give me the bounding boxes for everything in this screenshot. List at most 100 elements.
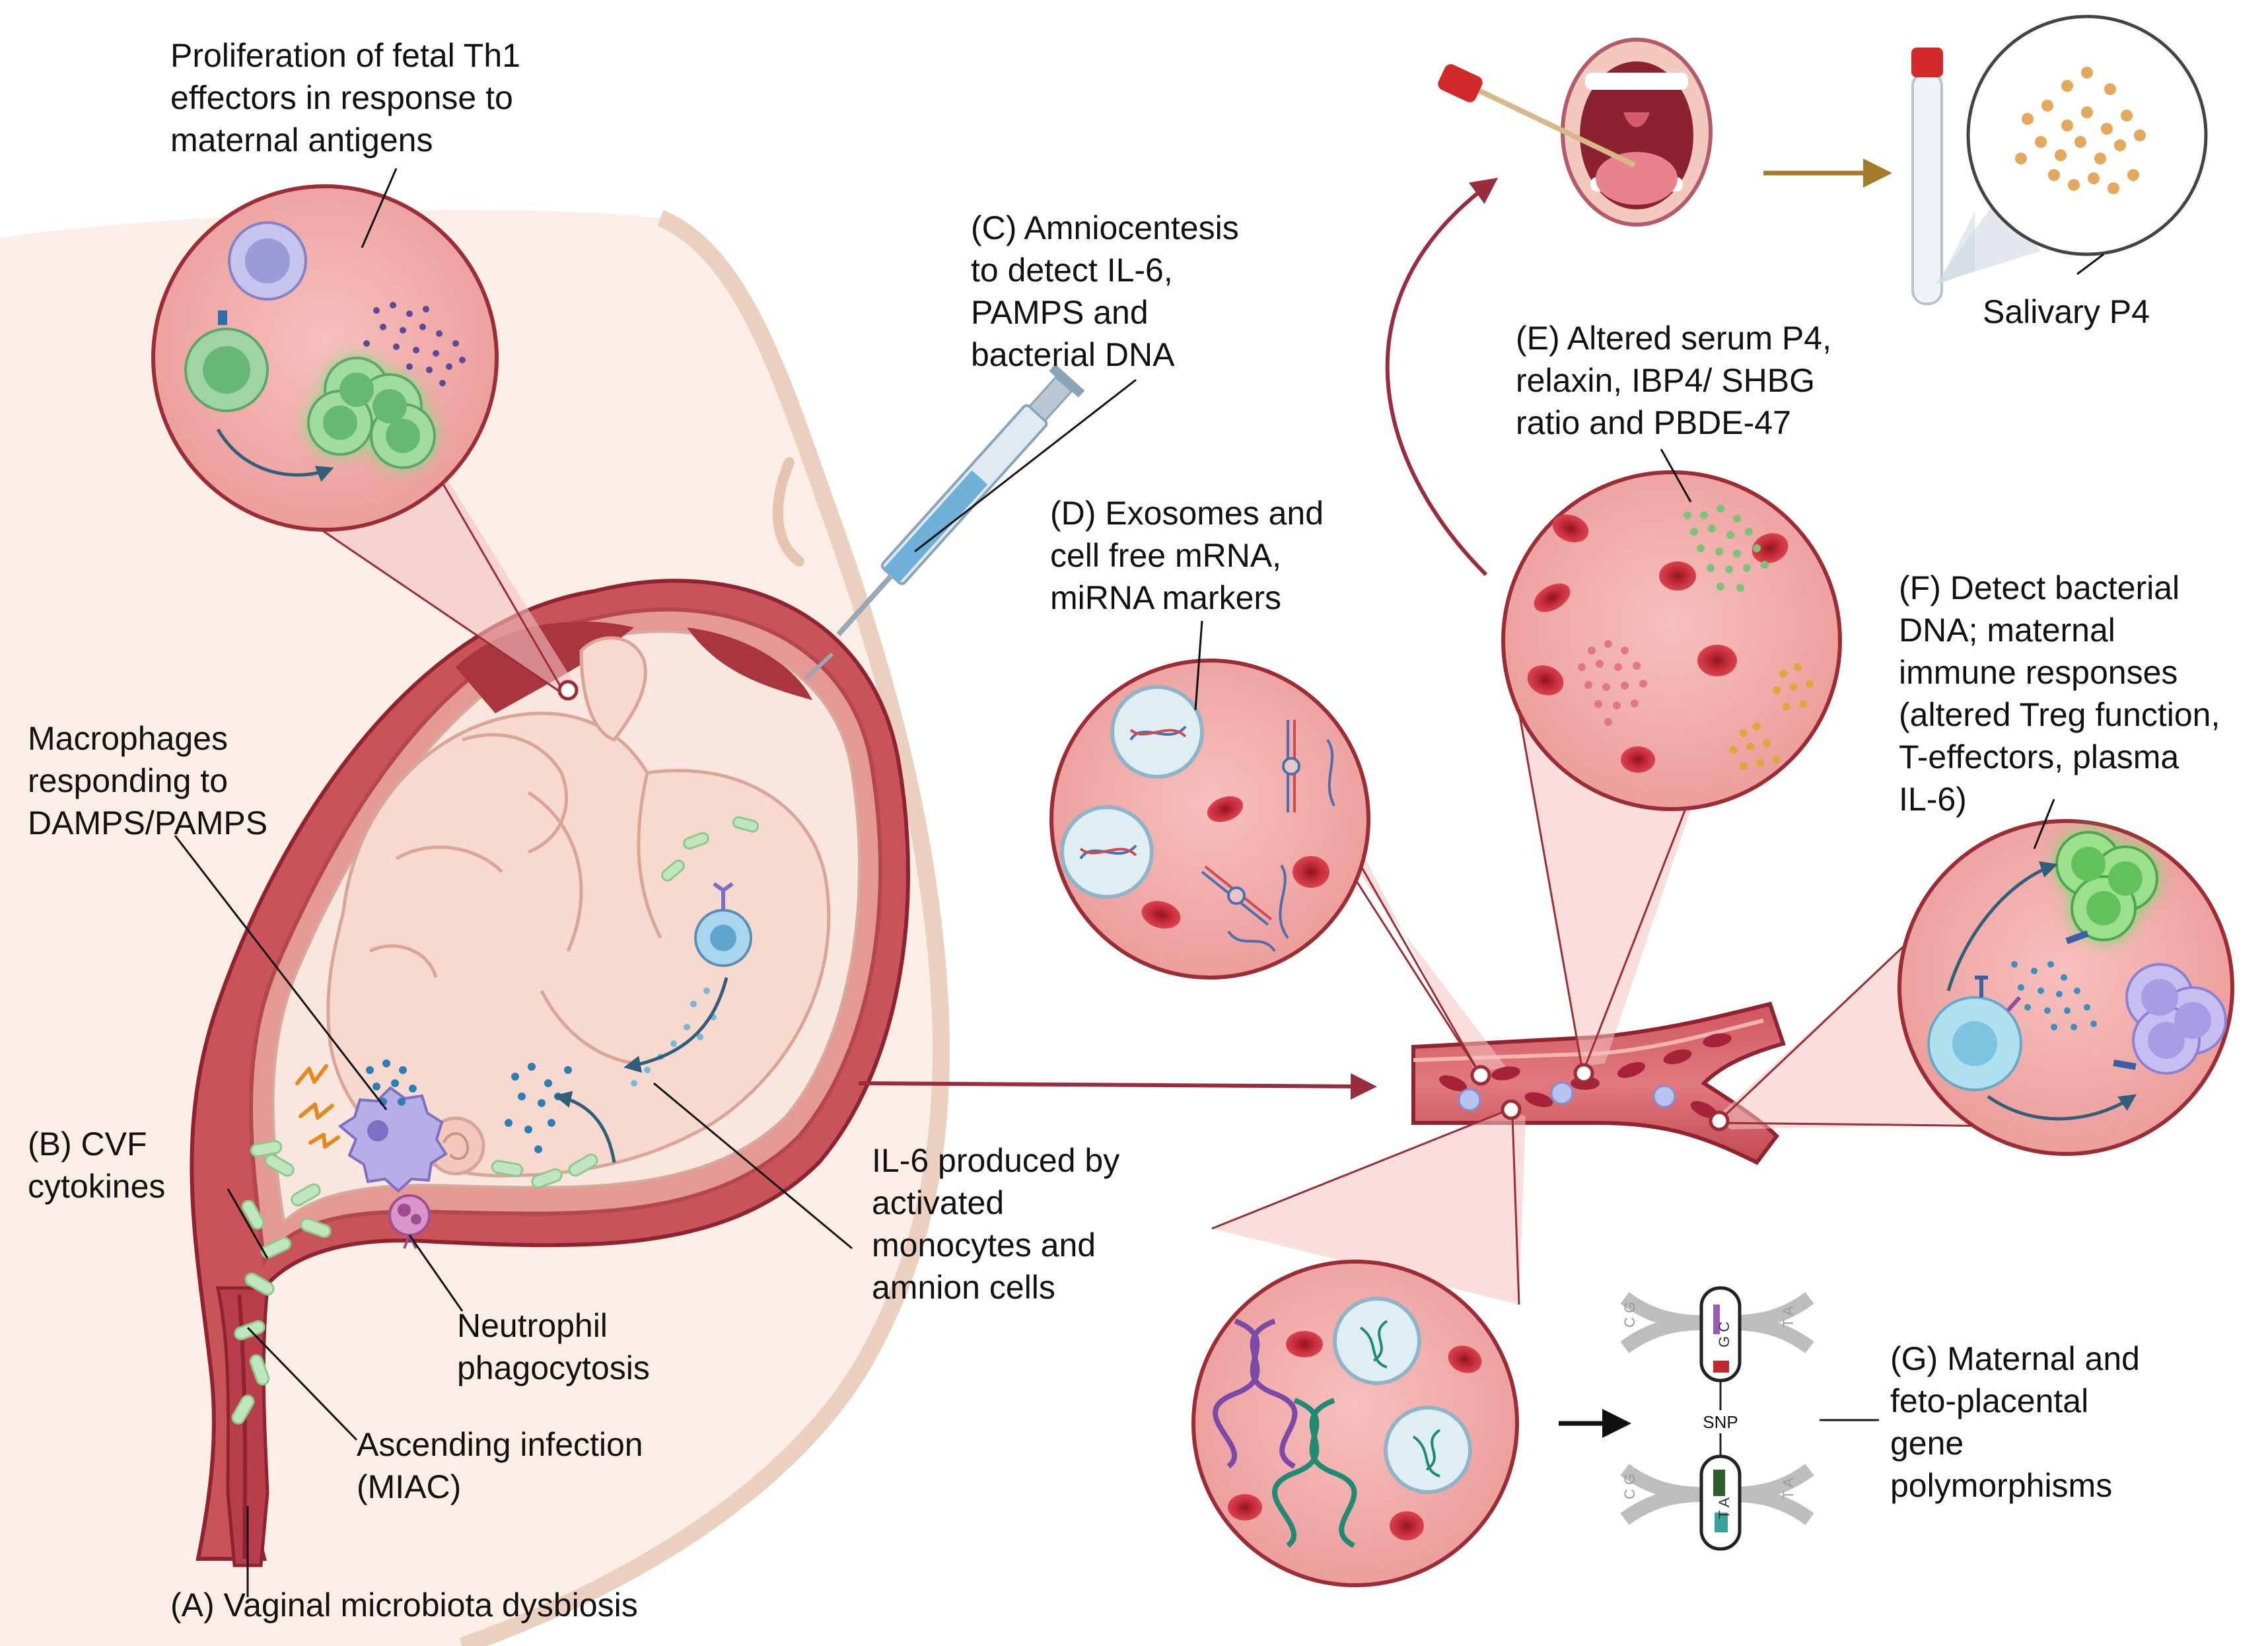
label-macrophages: Macrophages responding to DAMPS/PAMPS [28, 717, 267, 844]
label-line: (F) Detect bacterial [1899, 569, 2180, 606]
label-line: Ascending infection [357, 1426, 643, 1463]
label-line: IL-6 produced by [872, 1142, 1120, 1179]
warning-zigzag-icon [295, 1064, 340, 1149]
label-amniocentesis: (C) Amniocentesis to detect IL-6, PAMPS an… [971, 207, 1239, 376]
label-line: DAMPS/PAMPS [28, 805, 268, 841]
label-line: polymorphisms [1890, 1467, 2113, 1504]
label-line: (C) Amniocentesis [971, 209, 1239, 246]
label-line: amnion cells [872, 1269, 1055, 1306]
label-line: responding to [28, 762, 229, 799]
dna-base-letters: C G G C T A C G T A T A [1621, 1302, 1796, 1519]
lens-exosomes [1049, 659, 1370, 980]
label-ascending-infection: Ascending infection (MIAC) [357, 1423, 643, 1508]
salivary-magnifier [1935, 15, 2208, 284]
fetal-t-cell [184, 328, 269, 412]
nucleus-vesicle [1333, 1297, 1421, 1385]
lens-dna [1191, 1260, 1519, 1587]
red-blood-cells [1527, 514, 1789, 773]
dna-bases-top-left: C G [1621, 1302, 1638, 1328]
effector-t-cells-green [2055, 831, 2158, 941]
label-line: (B) CVF [28, 1126, 147, 1163]
label-line: miRNA markers [1050, 579, 1282, 616]
red-marker-dots [1578, 640, 1647, 726]
mouth-swab-illustration [1561, 38, 1713, 227]
snp-dna-diagram [1620, 1286, 1879, 1551]
label-il6-produced: IL-6 produced by activated monocytes and am… [872, 1139, 1119, 1308]
label-line: Neutrophil [457, 1307, 608, 1344]
label-line: (G) Maternal and [1890, 1340, 2140, 1377]
exosome-vesicle [1110, 685, 1204, 779]
lens-th1 [151, 184, 499, 532]
nucleus-vesicle [1384, 1406, 1472, 1494]
label-line: IL-6) [1899, 781, 1967, 818]
label-line: T-effectors, plasma [1899, 738, 2179, 775]
label-line: (D) Exosomes and [1050, 495, 1324, 532]
mirna-hairpin [1201, 720, 1335, 952]
label-line: DNA; maternal [1899, 612, 2115, 649]
label-line: bacterial DNA [971, 336, 1175, 373]
label-line: feto-placental [1890, 1382, 2089, 1419]
label-neutrophil: Neutrophil phagocytosis [457, 1305, 650, 1389]
dna-bases-top-center: G C [1716, 1322, 1732, 1347]
label-line: gene [1890, 1425, 1964, 1462]
label-cvf-cytokines: (B) CVF cytokines [28, 1123, 165, 1207]
label-line: Salivary P4 [1983, 293, 2150, 330]
label-line: PAMPS and [971, 294, 1149, 331]
fetus [326, 636, 831, 1178]
red-blood-cells [1228, 1331, 1482, 1540]
label-line: (E) Altered serum P4, [1516, 320, 1831, 357]
label-line: monocytes and [872, 1227, 1096, 1264]
dna-double-helix-teal [1272, 1398, 1357, 1548]
label-vaginal-dysbiosis: (A) Vaginal microbiota dysbiosis [170, 1584, 638, 1626]
green-marker-dots [1683, 505, 1769, 592]
dna-bases-bottom-right: T A [1780, 1478, 1796, 1499]
label-salivary-p4: Salivary P4 [1983, 291, 2150, 333]
label-gene-polymorphisms: (G) Maternal and feto-placental gene polymo… [1890, 1338, 2140, 1507]
cytokine-dots-immune [2011, 961, 2097, 1030]
flow-arrows [858, 159, 1892, 1438]
label-line: activated [872, 1184, 1005, 1221]
maternal-apc-cell [228, 221, 307, 301]
saliva-swab-icon [1438, 64, 1636, 168]
cytokine-dots-uterus [366, 977, 728, 1163]
saliva-tube-icon [1911, 48, 1943, 305]
label-line: (A) Vaginal microbiota dysbiosis [170, 1587, 638, 1624]
label-line: cell free mRNA, [1050, 537, 1282, 574]
label-line: relaxin, IBP4/ SHBG [1516, 362, 1815, 399]
macrophage-cell [337, 1086, 448, 1193]
dna-bases-bottom-center: T A [1716, 1497, 1732, 1519]
exosome-vesicle [1060, 805, 1154, 899]
antigen-presenting-cell [1927, 976, 2022, 1091]
label-line: phagocytosis [457, 1349, 650, 1386]
uterus-immune-cells [295, 882, 752, 1249]
label-line: maternal antigens [170, 122, 433, 159]
dna-double-helix-purple [1213, 1318, 1298, 1469]
monocyte-cell [694, 882, 752, 967]
red-blood-cells [1141, 796, 1329, 929]
lens-dna-connector [1211, 1099, 1526, 1305]
dna-bases-bottom-left: C G [1621, 1474, 1638, 1499]
cytokine-dots-th1 [363, 302, 466, 386]
label-line: effectors in response to [170, 79, 513, 116]
treg-cells-purple [2125, 963, 2227, 1075]
lens-serum [1501, 470, 1842, 811]
label-line: immune responses [1899, 654, 2178, 691]
label-exosomes: (D) Exosomes and cell free mRNA, miRNA mar… [1050, 492, 1324, 619]
bacteria-group [231, 816, 760, 1425]
dna-bases-top-right: T A [1780, 1306, 1796, 1328]
label-line: to detect IL-6, [971, 252, 1173, 289]
leader-lines [174, 168, 2104, 1597]
snp-label: SNP [1703, 1412, 1738, 1432]
proliferating-t-cells [307, 357, 436, 469]
label-line: (MIAC) [357, 1468, 462, 1505]
label-line: Macrophages [28, 720, 228, 757]
label-line: ratio and PBDE-47 [1516, 404, 1791, 441]
orange-marker-dots [1730, 663, 1814, 770]
label-serum-markers: (E) Altered serum P4, relaxin, IBP4/ SHBG… [1516, 317, 1831, 444]
p4-dots [2015, 67, 2146, 194]
label-line: cytokines [28, 1168, 166, 1205]
syringe-icon [836, 364, 1085, 637]
